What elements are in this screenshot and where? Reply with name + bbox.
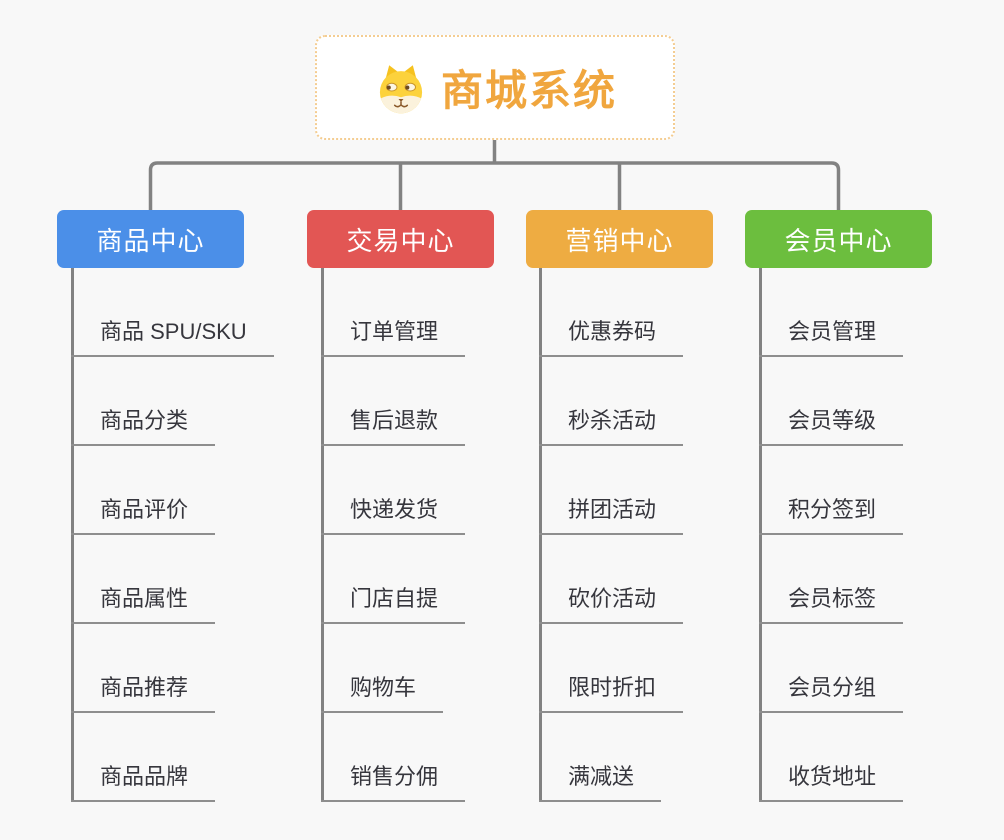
- child-topic[interactable]: 积分签到: [759, 492, 904, 535]
- child-topic[interactable]: 商品品牌: [71, 759, 216, 802]
- child-row: 会员等级: [759, 357, 999, 446]
- branch-node-trade[interactable]: 交易中心: [307, 210, 494, 268]
- branch-node-members[interactable]: 会员中心: [745, 210, 932, 268]
- child-row: 销售分佣: [321, 713, 561, 802]
- tree-connector-lines: [148, 139, 841, 211]
- child-topic[interactable]: 销售分佣: [321, 759, 466, 802]
- child-row: 商品分类: [71, 357, 311, 446]
- children-column-members: 会员管理 会员等级 积分签到 会员标签 会员分组 收货地址: [759, 268, 999, 802]
- child-topic[interactable]: 会员等级: [759, 403, 904, 446]
- child-row: 门店自提: [321, 535, 561, 624]
- child-row: 会员标签: [759, 535, 999, 624]
- child-topic[interactable]: 购物车: [321, 670, 444, 713]
- branch-label: 商品中心: [96, 225, 205, 256]
- child-topic[interactable]: 满减送: [539, 759, 662, 802]
- child-row: 积分签到: [759, 446, 999, 535]
- child-topic[interactable]: 商品分类: [71, 403, 216, 446]
- children-column-trade: 订单管理 售后退款 快递发货 门店自提 购物车 销售分佣: [321, 268, 561, 802]
- child-topic[interactable]: 收货地址: [759, 759, 904, 802]
- child-row: 拼团活动: [539, 446, 779, 535]
- child-row: 快递发货: [321, 446, 561, 535]
- child-row: 会员管理: [759, 268, 999, 357]
- child-topic[interactable]: 商品 SPU/SKU: [71, 314, 274, 357]
- child-topic[interactable]: 会员管理: [759, 314, 904, 357]
- child-topic[interactable]: 拼团活动: [539, 492, 684, 535]
- dog-icon: [379, 64, 423, 113]
- child-topic[interactable]: 售后退款: [321, 403, 466, 446]
- child-topic[interactable]: 门店自提: [321, 581, 466, 624]
- branch-trunk-line: [71, 268, 74, 802]
- branch-label: 会员中心: [784, 225, 893, 256]
- child-topic[interactable]: 限时折扣: [539, 670, 684, 713]
- root-node-title: 商城系统: [440, 67, 617, 114]
- child-row: 商品品牌: [71, 713, 311, 802]
- child-topic[interactable]: 商品推荐: [71, 670, 216, 713]
- child-row: 售后退款: [321, 357, 561, 446]
- child-topic[interactable]: 会员标签: [759, 581, 904, 624]
- child-row: 限时折扣: [539, 624, 779, 713]
- branch-trunk-line: [539, 268, 542, 802]
- child-topic[interactable]: 订单管理: [321, 314, 466, 357]
- branch-node-products[interactable]: 商品中心: [57, 210, 244, 268]
- child-topic[interactable]: 砍价活动: [539, 581, 684, 624]
- child-row: 满减送: [539, 713, 779, 802]
- child-row: 商品推荐: [71, 624, 311, 713]
- child-row: 收货地址: [759, 713, 999, 802]
- child-row: 商品属性: [71, 535, 311, 624]
- child-topic[interactable]: 秒杀活动: [539, 403, 684, 446]
- root-node[interactable]: 商城系统: [315, 35, 675, 140]
- child-row: 砍价活动: [539, 535, 779, 624]
- child-row: 订单管理: [321, 268, 561, 357]
- child-row: 购物车: [321, 624, 561, 713]
- child-topic[interactable]: 优惠券码: [539, 314, 684, 357]
- branch-label: 营销中心: [565, 225, 674, 256]
- child-row: 秒杀活动: [539, 357, 779, 446]
- child-row: 商品评价: [71, 446, 311, 535]
- child-row: 优惠券码: [539, 268, 779, 357]
- children-column-products: 商品 SPU/SKU 商品分类 商品评价 商品属性 商品推荐 商品品牌: [71, 268, 311, 802]
- child-topic[interactable]: 商品属性: [71, 581, 216, 624]
- child-row: 会员分组: [759, 624, 999, 713]
- branch-node-marketing[interactable]: 营销中心: [526, 210, 713, 268]
- child-row: 商品 SPU/SKU: [71, 268, 311, 357]
- branch-trunk-line: [321, 268, 324, 802]
- children-column-marketing: 优惠券码 秒杀活动 拼团活动 砍价活动 限时折扣 满减送: [539, 268, 779, 802]
- child-topic[interactable]: 商品评价: [71, 492, 216, 535]
- branch-trunk-line: [759, 268, 762, 802]
- branch-label: 交易中心: [346, 225, 455, 256]
- child-topic[interactable]: 快递发货: [321, 492, 466, 535]
- child-topic[interactable]: 会员分组: [759, 670, 904, 713]
